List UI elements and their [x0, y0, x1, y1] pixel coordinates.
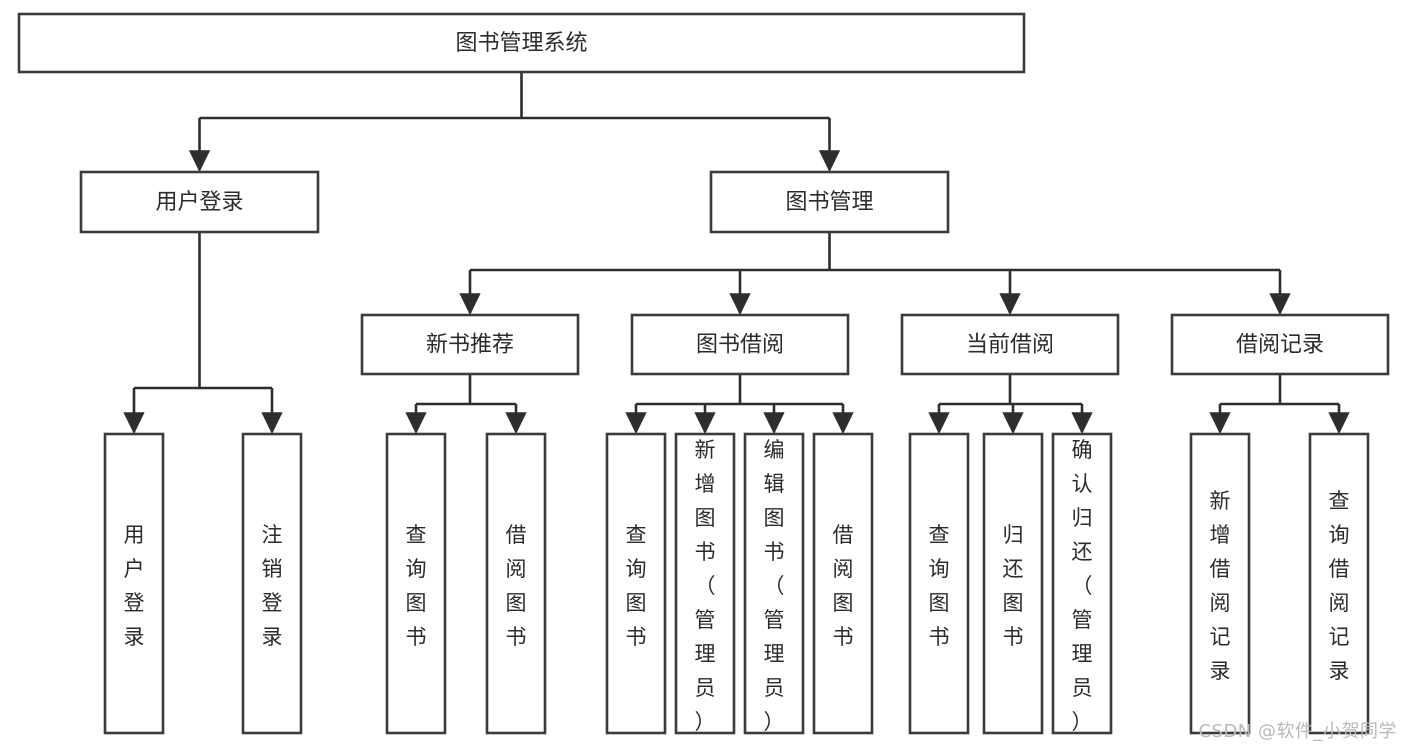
node-leaf-leaf-rec-add[interactable]: 新增借阅记录: [1189, 432, 1251, 735]
node-box[interactable]: [103, 432, 165, 735]
node-leaf-leaf-borrow-add[interactable]: 新增图书（管理员）: [674, 432, 736, 735]
node-label: 借阅图书: [833, 523, 854, 649]
node-leaf-leaf-rec-search[interactable]: 查询借阅记录: [1308, 432, 1370, 735]
node-label: 查询图书: [406, 523, 427, 649]
node-box[interactable]: [1051, 432, 1113, 735]
node-label: 查询图书: [626, 523, 647, 649]
node-label: 用户登录: [124, 523, 145, 649]
node-level2-book-manage[interactable]: 图书管理: [709, 170, 950, 234]
node-leaf-leaf-borrow-query[interactable]: 查询图书: [605, 432, 667, 735]
node-label: 归还图书: [1003, 523, 1024, 649]
node-box[interactable]: [1170, 313, 1390, 376]
node-box[interactable]: [17, 12, 1026, 74]
node-level3-new-book-rec[interactable]: 新书推荐: [360, 313, 580, 376]
node-label: 借阅图书: [506, 523, 527, 649]
node-box[interactable]: [743, 432, 805, 735]
node-leaf-leaf-cur-return[interactable]: 归还图书: [982, 432, 1044, 735]
node-level3-book-borrow[interactable]: 图书借阅: [630, 313, 850, 376]
node-box[interactable]: [79, 170, 320, 234]
node-box[interactable]: [674, 432, 736, 735]
node-level2-user-login[interactable]: 用户登录: [79, 170, 320, 234]
node-leaf-leaf-rec-query[interactable]: 查询图书: [385, 432, 447, 735]
node-label: 当前借阅: [966, 333, 1054, 358]
node-label: 确认归还（管理员）: [1072, 438, 1093, 734]
node-root-root[interactable]: 图书管理系统: [17, 12, 1026, 74]
node-label: 查询图书: [929, 523, 950, 649]
node-label: 新增借阅记录: [1210, 489, 1231, 683]
node-leaf-leaf-cur-query[interactable]: 查询图书: [908, 432, 970, 735]
node-level3-current-borrow[interactable]: 当前借阅: [900, 313, 1120, 376]
node-label: 注销登录: [262, 523, 283, 649]
node-box[interactable]: [900, 313, 1120, 376]
node-box[interactable]: [241, 432, 303, 735]
node-layer: 图书管理系统用户登录图书管理新书推荐图书借阅当前借阅借阅记录用户登录注销登录查询…: [17, 12, 1390, 735]
node-label: 新增图书（管理员）: [695, 438, 716, 734]
node-label: 借阅记录: [1236, 333, 1324, 358]
node-leaf-leaf-user-login[interactable]: 用户登录: [103, 432, 165, 735]
node-label: 图书管理: [785, 190, 873, 215]
connector-layer: [123, 72, 1350, 435]
node-box[interactable]: [982, 432, 1044, 735]
node-leaf-leaf-cur-confirm[interactable]: 确认归还（管理员）: [1051, 432, 1113, 735]
node-box[interactable]: [385, 432, 447, 735]
node-leaf-leaf-rec-borrow[interactable]: 借阅图书: [485, 432, 547, 735]
node-box[interactable]: [630, 313, 850, 376]
node-box[interactable]: [1308, 432, 1370, 735]
node-label: 新书推荐: [426, 333, 514, 358]
node-box[interactable]: [908, 432, 970, 735]
node-leaf-leaf-borrow-do[interactable]: 借阅图书: [812, 432, 874, 735]
node-box[interactable]: [1189, 432, 1251, 735]
node-level3-borrow-record[interactable]: 借阅记录: [1170, 313, 1390, 376]
watermark-text: CSDN @软件_小贺同学: [1198, 721, 1397, 742]
node-box[interactable]: [360, 313, 580, 376]
node-label: 查询借阅记录: [1329, 489, 1350, 683]
node-box[interactable]: [812, 432, 874, 735]
node-label: 图书借阅: [696, 333, 784, 358]
node-label: 编辑图书（管理员）: [764, 438, 785, 734]
node-label: 图书管理系统: [455, 31, 587, 56]
node-leaf-leaf-borrow-edit[interactable]: 编辑图书（管理员）: [743, 432, 805, 735]
node-box[interactable]: [485, 432, 547, 735]
node-box[interactable]: [605, 432, 667, 735]
node-leaf-leaf-user-logout[interactable]: 注销登录: [241, 432, 303, 735]
node-label: 用户登录: [155, 190, 243, 215]
node-box[interactable]: [709, 170, 950, 234]
